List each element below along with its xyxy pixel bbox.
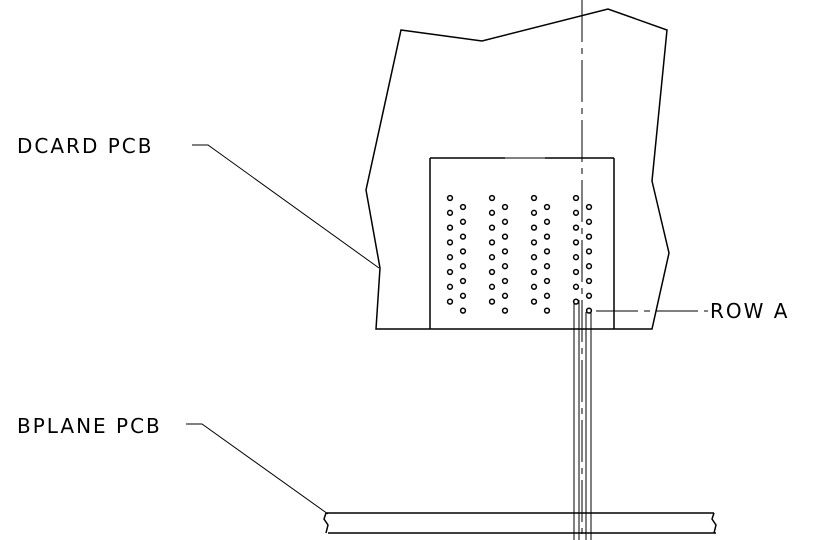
pin-hole	[501, 263, 509, 270]
connector-outline	[429, 157, 615, 329]
pin-hole	[530, 239, 538, 246]
pin-hole	[585, 203, 593, 211]
dcard-pcb-label: DCARD PCB	[17, 134, 153, 158]
pin-hole	[459, 292, 467, 299]
pin-hole	[488, 283, 496, 290]
pin-hole	[543, 203, 551, 211]
pin-hole	[446, 298, 454, 305]
row-a-label: ROW A	[710, 299, 789, 323]
connector-pin-holes	[446, 194, 593, 314]
pin-hole	[459, 233, 467, 240]
bplane-pcb	[323, 512, 717, 534]
pin-hole	[488, 254, 496, 261]
pin-hole	[543, 277, 551, 285]
pin-hole	[488, 268, 496, 276]
pin-hole	[543, 307, 551, 314]
pin-hole	[488, 224, 496, 231]
dcard-leader-line	[192, 144, 380, 269]
pin-hole	[585, 277, 593, 285]
pin-hole	[543, 248, 551, 255]
pin-hole	[530, 224, 538, 231]
bplane-pcb-label: BPLANE PCB	[17, 414, 162, 438]
pin-hole	[446, 239, 454, 246]
pin-hole	[543, 233, 551, 240]
pin-hole	[501, 248, 509, 255]
pin-hole	[446, 224, 454, 231]
pin-hole	[446, 194, 454, 202]
pin-hole	[543, 263, 551, 270]
pin-hole	[572, 268, 580, 276]
pin-hole	[572, 194, 580, 202]
pin-leads	[573, 300, 592, 540]
pin-hole	[530, 283, 538, 290]
pin-hole	[543, 292, 551, 299]
pin-hole	[572, 209, 580, 216]
pin-hole	[446, 268, 454, 276]
pin-hole	[530, 254, 538, 261]
pin-hole	[501, 292, 509, 299]
pin-hole	[585, 233, 593, 240]
pin-hole	[501, 218, 509, 225]
pin-hole	[446, 283, 454, 290]
pin-hole	[459, 263, 467, 270]
pin-hole	[488, 209, 496, 216]
pin-hole	[446, 254, 454, 261]
dcard-pcb-outline	[365, 8, 670, 330]
pin-hole	[530, 268, 538, 276]
pin-hole	[572, 283, 580, 290]
pin-hole	[488, 298, 496, 305]
bplane-leader-line	[186, 423, 329, 515]
pin-hole	[530, 298, 538, 305]
pin-hole	[530, 194, 538, 202]
pin-hole	[572, 254, 580, 261]
pin-hole	[459, 248, 467, 255]
pin-hole	[585, 263, 593, 270]
pin-hole	[501, 277, 509, 285]
pin-hole	[501, 233, 509, 240]
pin-hole	[459, 307, 467, 314]
pin-hole	[446, 209, 454, 216]
pin-hole	[543, 218, 551, 225]
pin-hole	[530, 209, 538, 216]
pin-hole	[585, 292, 593, 299]
pin-hole	[572, 239, 580, 246]
pin-hole	[585, 307, 593, 314]
pin-hole	[459, 277, 467, 285]
pin-hole	[501, 203, 509, 211]
pin-hole	[459, 203, 467, 211]
pin-hole	[572, 224, 580, 231]
pin-hole	[488, 239, 496, 246]
pin-hole	[585, 248, 593, 255]
pin-hole	[585, 218, 593, 225]
pin-hole	[501, 307, 509, 314]
pin-hole	[488, 194, 496, 202]
pin-hole	[459, 218, 467, 225]
